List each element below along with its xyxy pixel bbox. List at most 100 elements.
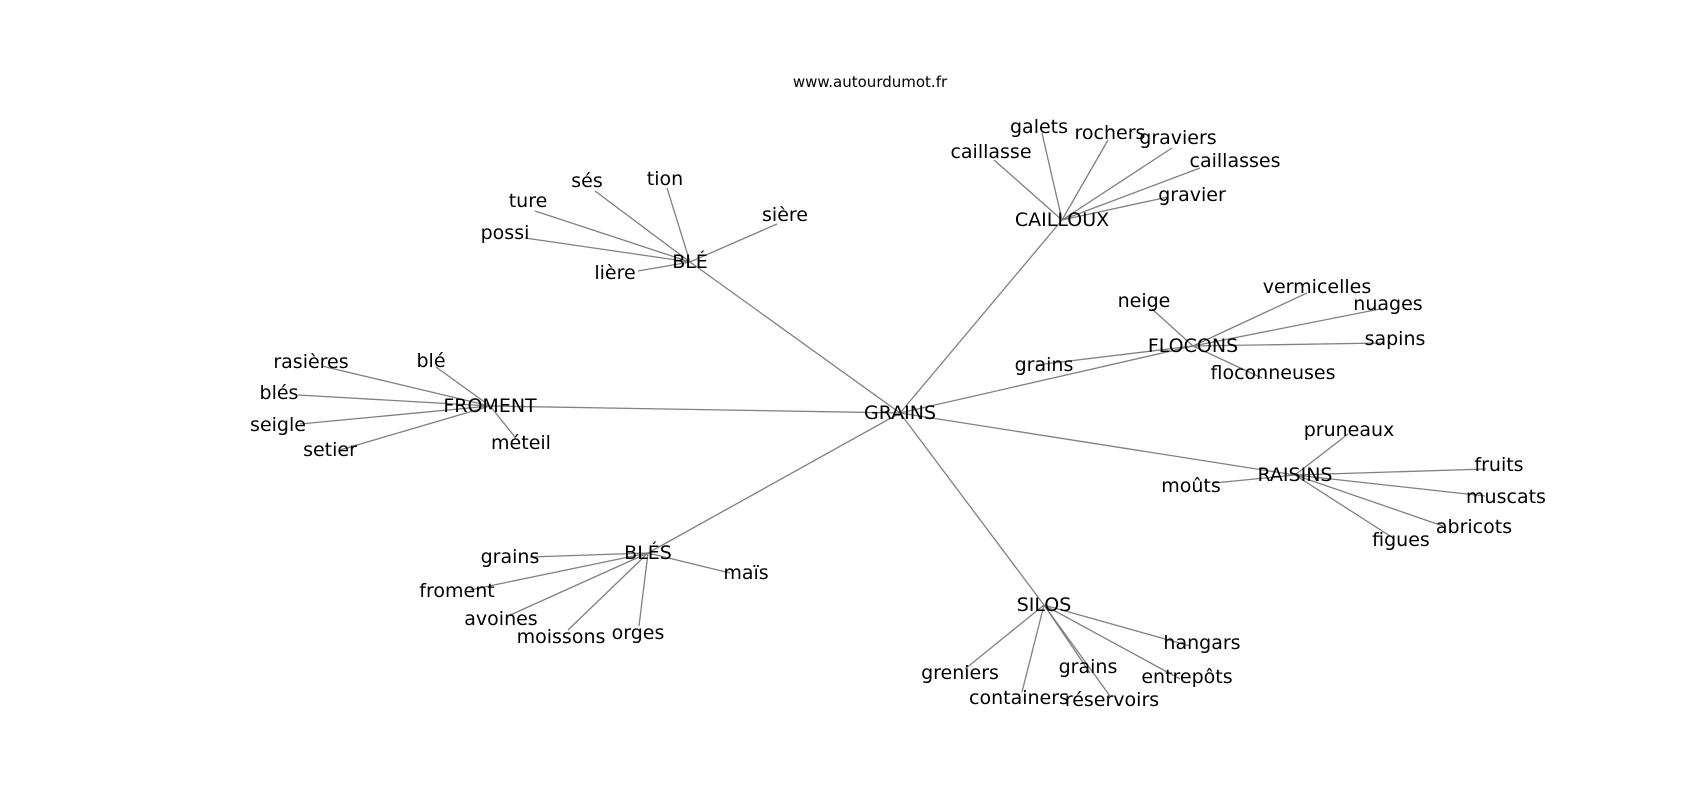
node-leaf: graviers — [1139, 127, 1216, 149]
edge-hub-leaf — [1043, 604, 1191, 647]
edge-hub-leaf — [529, 552, 649, 558]
edge-hub-leaf — [1061, 147, 1173, 221]
edge-hub-leaf — [1294, 474, 1486, 497]
node-leaf: rasières — [273, 351, 348, 373]
edge-hub-leaf — [1294, 468, 1487, 476]
edge-hub-leaf — [1192, 345, 1263, 379]
node-hub: BLÉS — [624, 541, 672, 564]
edge-hub-leaf — [689, 223, 778, 263]
node-leaf: moûts — [1161, 475, 1221, 497]
node-leaf: gravier — [1158, 184, 1226, 206]
node-leaf: orges — [612, 622, 665, 644]
node-leaf: fruits — [1474, 454, 1523, 476]
edge-hub-leaf — [1294, 474, 1391, 537]
edge-center-hub — [899, 219, 1063, 414]
node-hub: FROMENT — [443, 395, 537, 417]
edge-hub-leaf — [524, 237, 691, 263]
node-leaf: vermicelles — [1263, 276, 1371, 298]
edge-hub-leaf — [1043, 604, 1181, 680]
node-leaf: abricots — [1436, 516, 1512, 538]
edge-hub-leaf — [1021, 604, 1045, 693]
edge-center-hub — [647, 412, 901, 554]
node-leaf: grains — [481, 546, 540, 568]
edge-hub-leaf — [1213, 474, 1296, 484]
edge-hub-leaf — [321, 365, 491, 407]
node-leaf: réservoirs — [1065, 689, 1159, 711]
node-hub: SILOS — [1017, 594, 1072, 616]
node-leaf: tion — [647, 168, 683, 190]
node-leaf: greniers — [921, 662, 999, 684]
node-leaf: grains — [1059, 656, 1118, 678]
node-leaf: hangars — [1163, 632, 1240, 654]
edge-hub-leaf — [1061, 139, 1109, 221]
edge-hub-leaf — [1061, 167, 1201, 221]
edge-hub-leaf — [594, 190, 691, 263]
edge-hub-leaf — [1294, 433, 1349, 476]
edge-hub-leaf — [567, 552, 649, 631]
node-leaf: blé — [416, 350, 445, 372]
node-leaf: figues — [1372, 529, 1430, 551]
graph-edges — [297, 132, 1487, 697]
node-leaf: sapins — [1365, 328, 1426, 350]
edge-center-hub — [489, 405, 901, 414]
edge-hub-leaf — [993, 159, 1063, 221]
node-leaf: grains — [1015, 354, 1074, 376]
edge-hub-leaf — [638, 552, 649, 627]
node-leaf: entrepôts — [1141, 666, 1232, 688]
edge-hub-leaf — [1192, 342, 1385, 347]
node-leaf: floconneuses — [1211, 362, 1336, 384]
edge-hub-leaf — [1061, 196, 1169, 221]
node-leaf: caillasse — [950, 141, 1031, 163]
edge-hub-leaf — [339, 405, 491, 451]
edge-hub-leaf — [297, 394, 491, 407]
edge-center-hub — [689, 261, 901, 414]
node-leaf: galets — [1010, 116, 1068, 138]
edge-hub-leaf — [666, 187, 691, 263]
node-leaf: rochers — [1075, 122, 1146, 144]
node-hub: CAILLOUX — [1015, 209, 1109, 231]
node-leaf: ture — [509, 190, 548, 212]
node-leaf: sés — [571, 170, 603, 192]
node-leaf: maïs — [723, 562, 768, 584]
edge-hub-leaf — [1192, 292, 1308, 347]
node-leaf: caillasses — [1190, 150, 1281, 172]
edge-hub-leaf — [1192, 308, 1381, 347]
node-leaf: pruneaux — [1304, 419, 1395, 441]
edge-hub-leaf — [299, 405, 491, 425]
node-leaf: seigle — [250, 414, 306, 436]
edge-hub-leaf — [435, 366, 491, 407]
edge-center-hub — [899, 345, 1194, 414]
edge-hub-leaf — [1294, 474, 1444, 527]
edge-hub-leaf — [489, 405, 516, 438]
edge-hub-leaf — [1043, 604, 1111, 697]
node-leaf: méteil — [491, 432, 551, 454]
node-leaf: containers — [969, 687, 1069, 709]
node-leaf: possi — [481, 222, 530, 244]
node-leaf: sière — [762, 204, 808, 226]
edge-center-hub — [899, 412, 1045, 606]
edge-center-hub — [899, 412, 1296, 476]
node-leaf: neige — [1118, 290, 1171, 312]
edge-hub-leaf — [1041, 132, 1063, 221]
edge-hub-leaf — [964, 604, 1045, 670]
edge-hub-leaf — [1035, 345, 1194, 366]
node-leaf: setier — [303, 439, 357, 461]
node-leaf: lière — [594, 262, 635, 284]
edge-hub-leaf — [534, 210, 691, 263]
node-leaf: nuages — [1353, 293, 1422, 315]
edge-hub-leaf — [469, 552, 649, 591]
node-leaf: muscats — [1466, 486, 1546, 508]
node-leaf: moissons — [517, 626, 606, 648]
node-hub: FLOCONS — [1148, 335, 1238, 357]
node-hub: BLÉ — [672, 250, 708, 273]
node-leaf: froment — [419, 580, 494, 602]
node-hub: RAISINS — [1258, 464, 1333, 486]
node-center: GRAINS — [864, 402, 936, 424]
edge-hub-leaf — [647, 552, 731, 574]
node-leaf: blés — [260, 382, 299, 404]
node-leaf: avoines — [464, 608, 537, 630]
edge-hub-leaf — [1151, 308, 1194, 347]
edge-hub-leaf — [507, 552, 649, 617]
